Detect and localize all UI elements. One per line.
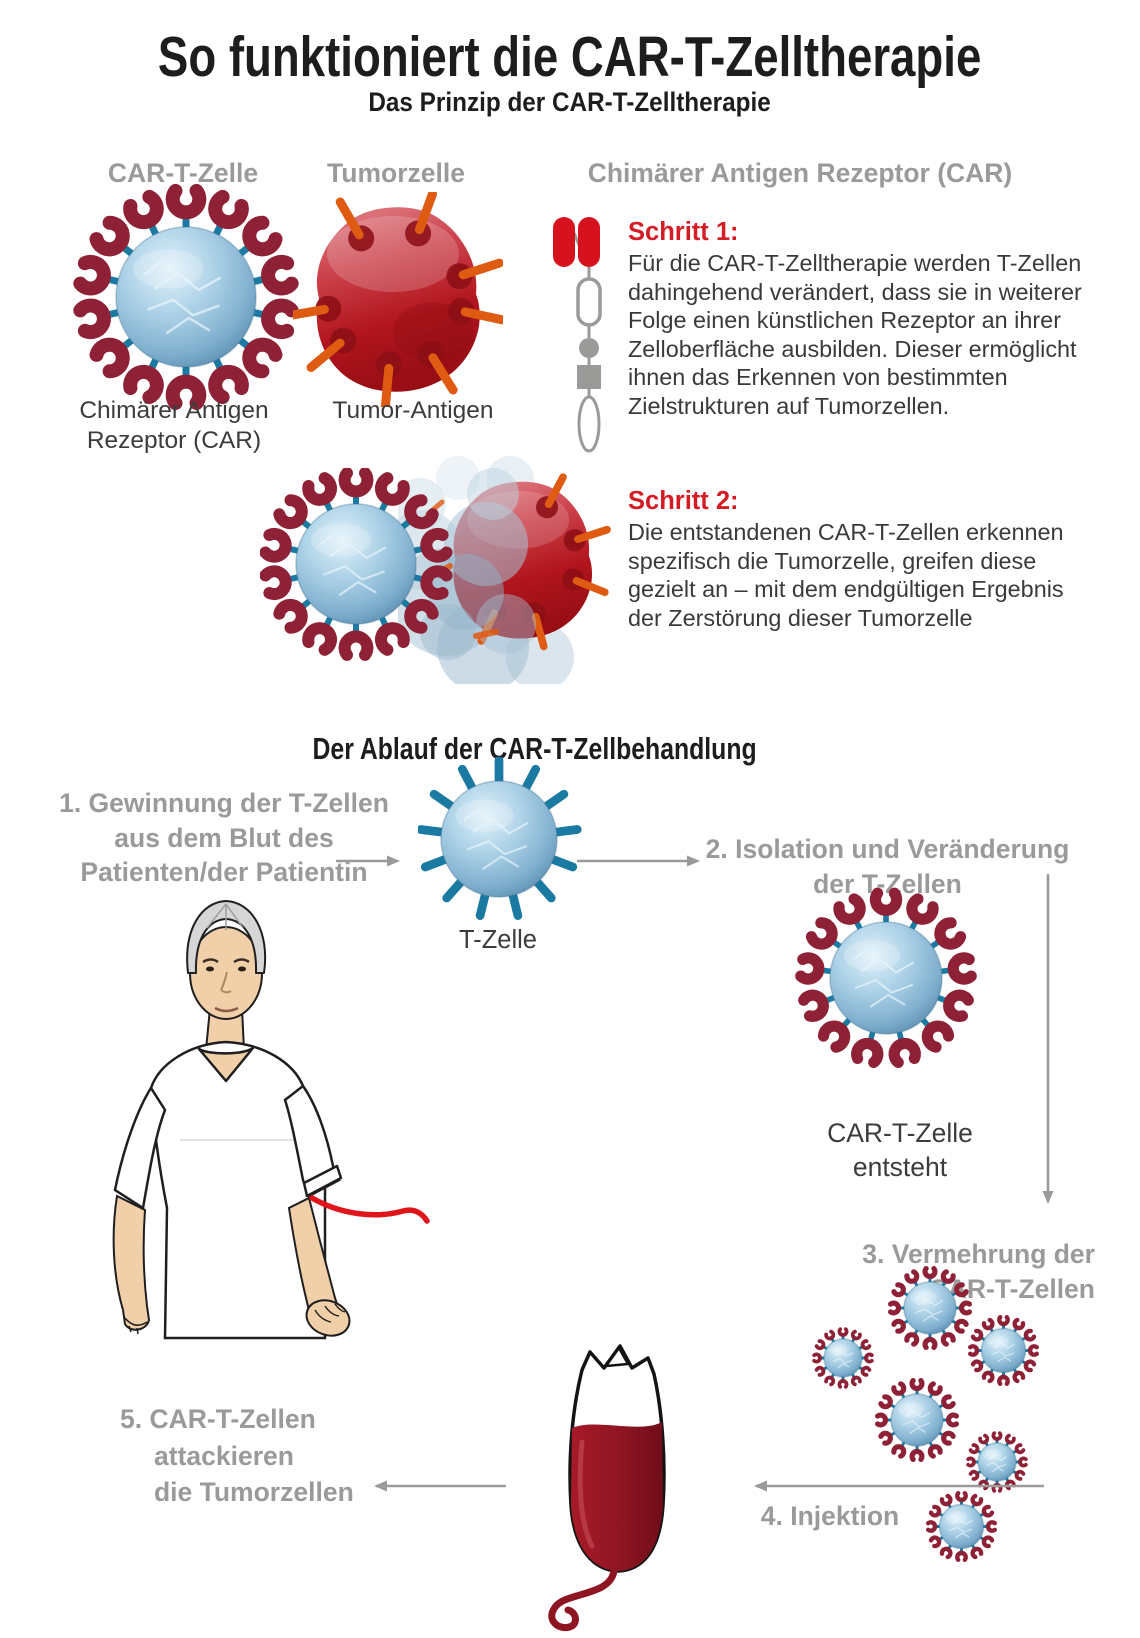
page-subtitle: Das Prinzip der CAR-T-Zelltherapie: [368, 87, 772, 117]
label-car-receptor-below: Chimärer Antigen Rezeptor (CAR): [79, 397, 269, 454]
attacking-car-t-cell-illustration: [260, 468, 455, 663]
section-heading: Der Ablauf der CAR-T-Zellbehandlung: [312, 731, 758, 766]
car-t-cell-small: [922, 1487, 1001, 1566]
car-t-cell-small: [870, 1373, 964, 1467]
step1-heading: Schritt 1:: [628, 218, 739, 246]
blood-bag-illustration: [500, 1338, 700, 1633]
flow-step2-label: 2. Isolation und Veränderung der T-Zelle…: [705, 834, 1070, 899]
step1-body: Für die CAR-T-Zelltherapie werden T-Zell…: [628, 250, 1082, 419]
label-t-cell: T-Zelle: [459, 926, 537, 954]
t-cell-illustration: [418, 757, 583, 922]
label-car-receptor-top: Chimärer Antigen Rezeptor (CAR): [587, 158, 1013, 188]
label-tumor-antigen: Tumor-Antigen: [332, 397, 494, 424]
car-t-cell-small: [963, 1428, 1031, 1496]
new-car-t-cell-illustration: [792, 886, 982, 1076]
label-car-t-created: CAR-T-Zelle entsteht: [827, 1118, 973, 1182]
car-t-cell-small: [964, 1311, 1043, 1390]
car-t-cell-small: [809, 1324, 877, 1392]
page-title: So funktioniert die CAR-T-Zelltherapie: [158, 25, 982, 89]
car-t-cell-illustration: [66, 182, 306, 417]
label-car-t-cell: CAR-T-Zelle: [107, 158, 259, 188]
flow-step1-label: 1. Gewinnung der T-Zellen aus dem Blut d…: [59, 788, 389, 887]
patient-illustration: [85, 878, 435, 1340]
step2-heading: Schritt 2:: [628, 487, 739, 515]
car-receptor-schematic: [545, 205, 615, 455]
step2-body: Die entstandenen CAR-T-Zellen erkennen s…: [628, 519, 1064, 631]
flow-step5-label: 5. CAR-T-Zellen attackieren die Tumorzel…: [120, 1404, 354, 1507]
car-t-cell-small: [883, 1261, 977, 1355]
label-tumor-cell: Tumorzelle: [327, 158, 465, 188]
tumor-cell-illustration: [293, 192, 503, 407]
flow-step4-label: 4. Injektion: [760, 1501, 900, 1531]
